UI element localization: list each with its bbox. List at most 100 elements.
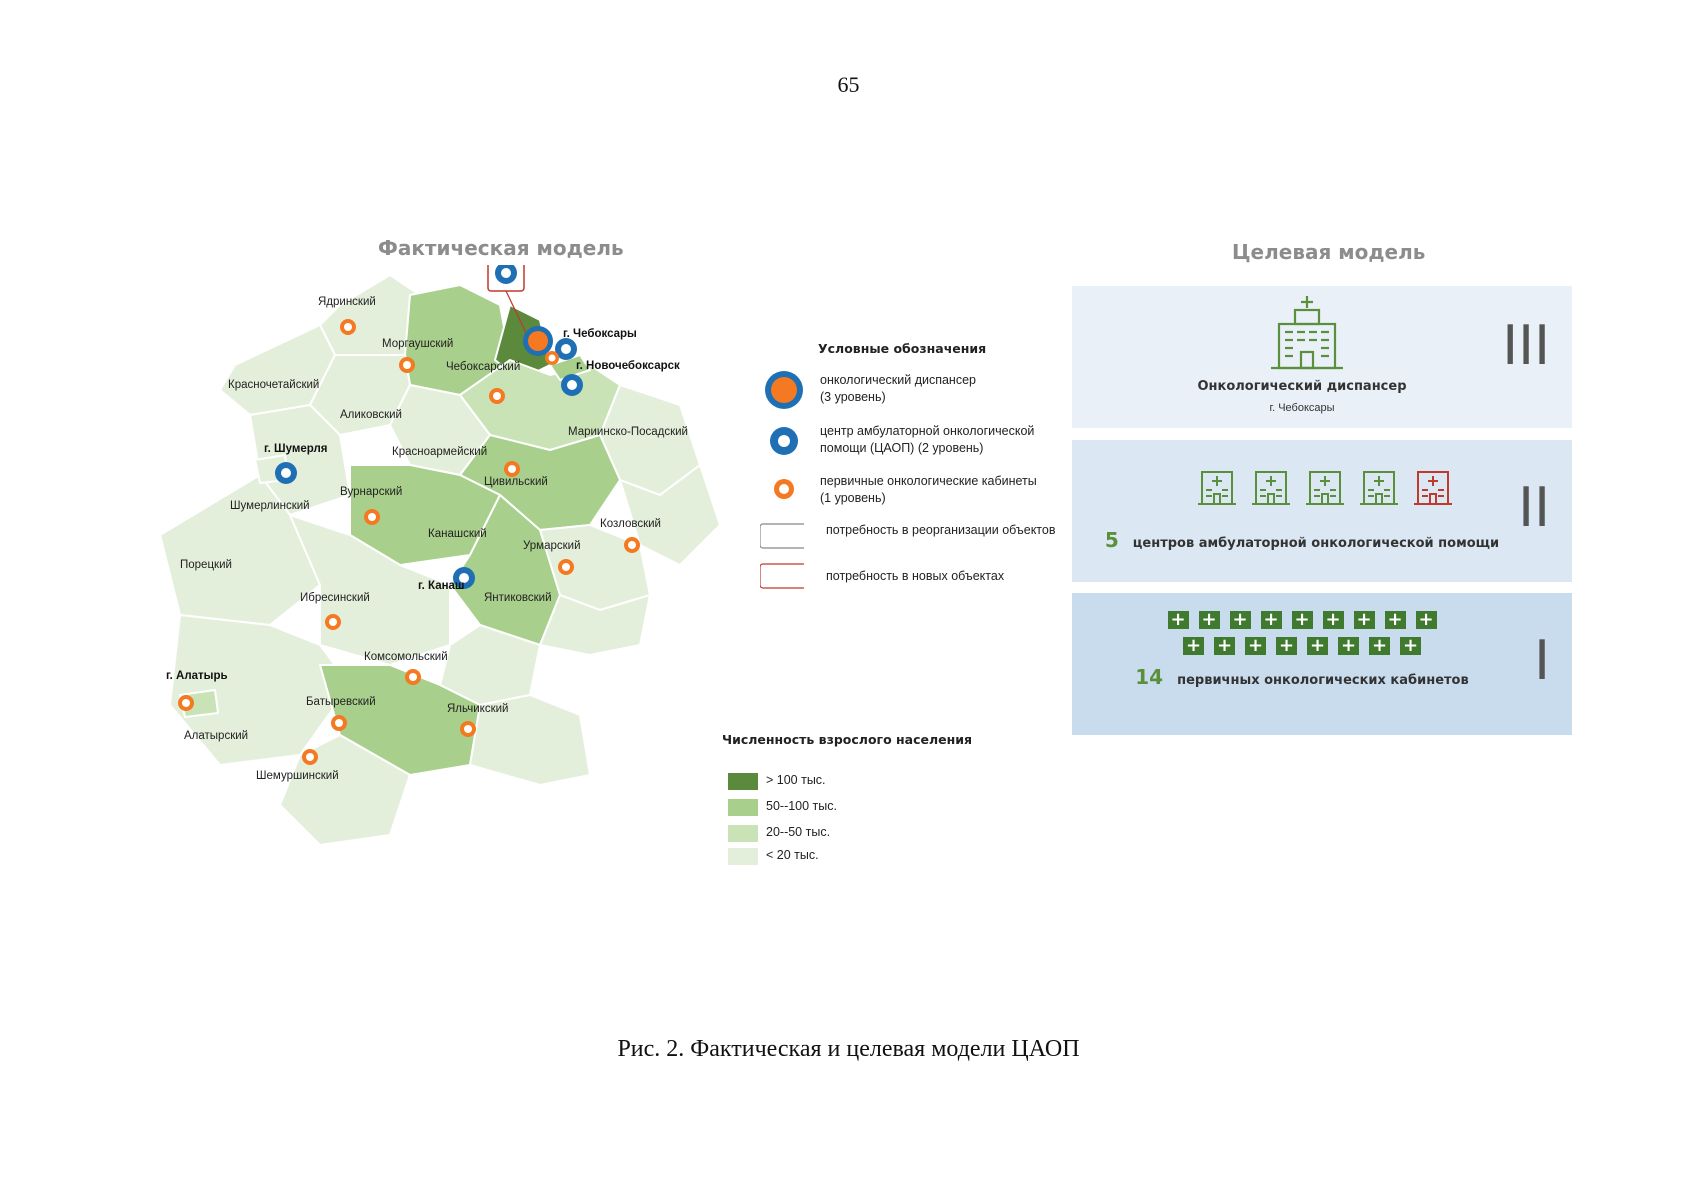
cabinet-marker <box>460 721 476 737</box>
caop-icons-row <box>1190 466 1470 508</box>
new-object-frame-icon <box>760 563 804 589</box>
district-yalchiksky <box>469 694 591 786</box>
district-label: Ибресинский <box>300 592 370 604</box>
legend-label: онкологический диспансер <box>820 373 976 387</box>
population-label: 20--50 тыс. <box>766 825 831 839</box>
district-label: Шумерлинский <box>230 500 310 512</box>
city-label: г. Шумерля <box>264 443 328 455</box>
population-label: < 20 тыс. <box>766 848 819 862</box>
city-label: г. Новочебоксарск <box>576 360 680 372</box>
tier-3-roman: III <box>1502 314 1550 377</box>
dispensary-marker <box>523 326 553 356</box>
cabinet-marker <box>489 388 505 404</box>
city-label: г. Канаш <box>418 580 465 592</box>
caop-marker <box>555 338 577 360</box>
population-swatch <box>728 825 758 842</box>
plus-icon: + <box>1198 611 1220 629</box>
population-legend-item: > 100 тыс. <box>728 771 908 791</box>
cabinet-marker <box>178 695 194 711</box>
district-label: Алатырский <box>184 730 248 742</box>
legend-item-cabinet: первичные онкологические кабинеты(1 уров… <box>760 471 1060 511</box>
plus-icon: + <box>1291 611 1313 629</box>
district-label: Красночетайский <box>228 379 319 391</box>
population-legend-heading: Численность взрослого населения <box>722 732 973 747</box>
hospital-icon <box>1271 296 1343 370</box>
tier-2-count: 5 <box>1104 528 1119 552</box>
city-label: г. Алатырь <box>166 670 228 682</box>
cabinet-plus-row: ++++++++ <box>1072 637 1532 656</box>
tier-1-title: первичных онкологических кабинетов <box>1177 673 1469 688</box>
caop-marker <box>275 462 297 484</box>
reorganization-frame-icon <box>760 523 804 549</box>
cabinet-marker <box>302 749 318 765</box>
plus-icon: + <box>1307 637 1328 655</box>
tier-2-title: центров амбулаторной онкологической помо… <box>1132 536 1500 551</box>
district-label: Урмарский <box>523 540 581 552</box>
population-legend-item: < 20 тыс. <box>728 846 908 866</box>
caop-marker <box>561 374 583 396</box>
district-label: Канашский <box>428 528 487 540</box>
district-label: Ядринский <box>318 296 376 308</box>
legend-item-dispensary: онкологический диспансер(3 уровень) <box>760 370 1060 410</box>
plus-icon: + <box>1384 611 1406 629</box>
figure-caption: Рис. 2. Фактическая и целевая модели ЦАО… <box>617 1036 1080 1062</box>
clinic-icon <box>1198 471 1236 505</box>
legend-label: центр амбулаторной онкологической помощи… <box>820 424 1035 455</box>
tier-2-roman: II <box>1518 476 1550 539</box>
district-label: Козловский <box>600 518 661 530</box>
tier-2-caption: 5 центров амбулаторной онкологической пом… <box>1072 528 1532 552</box>
legend-label: потребность в реорганизации объектов <box>826 523 1056 537</box>
cabinet-marker <box>364 509 380 525</box>
plus-icon: + <box>1167 611 1189 629</box>
clinic-icon <box>1252 471 1290 505</box>
legend-heading: Условные обозначения <box>818 341 987 356</box>
district-label: Чебоксарский <box>446 361 520 373</box>
clinic-icon <box>1360 471 1398 505</box>
clinic-icon <box>1306 471 1344 505</box>
plus-icon: + <box>1415 611 1437 629</box>
cabinet-marker <box>624 537 640 553</box>
district-label: Янтиковский <box>484 592 552 604</box>
legend-label: потребность в новых объектах <box>826 569 1005 583</box>
cabinet-marker <box>399 357 415 373</box>
plus-icon: + <box>1369 637 1390 655</box>
district-label: Красноармейский <box>392 446 487 458</box>
district-label: Моргаушский <box>382 338 453 350</box>
district-label: Яльчикский <box>447 703 508 715</box>
district-label: Порецкий <box>180 559 232 571</box>
page-number: 65 <box>837 72 860 97</box>
caop-marker <box>453 567 475 589</box>
plus-icon: + <box>1338 637 1359 655</box>
district-map: Ядринский Моргаушский Красночетайский Ал… <box>159 265 721 846</box>
city-label: г. Чебоксары <box>563 328 637 340</box>
tier-3-sub: г. Чебоксары <box>1269 402 1335 414</box>
tier-2-panel: 5 центров амбулаторной онкологической пом… <box>1072 440 1572 582</box>
district-label: Аликовский <box>340 409 402 421</box>
cabinet-marker <box>340 319 356 335</box>
cabinet-marker <box>405 669 421 685</box>
cabinet-marker <box>325 614 341 630</box>
cabinet-marker <box>504 461 520 477</box>
population-legend-item: 50--100 тыс. <box>728 797 908 817</box>
plus-icon: + <box>1214 637 1235 655</box>
district-alatyrsky <box>169 614 351 766</box>
district-label: Шемуршинский <box>256 770 339 782</box>
actual-model-title: Фактическая модель <box>378 236 624 260</box>
population-swatch <box>728 848 758 865</box>
population-legend-item: 20--50 тыс. <box>728 823 908 843</box>
new-object-connector <box>505 290 529 338</box>
legend-item-caop: центр амбулаторной онкологической помощи… <box>760 421 1060 461</box>
population-swatch <box>728 773 758 790</box>
tier-1-roman: I <box>1534 629 1550 692</box>
target-model-title: Целевая модель <box>1232 240 1426 264</box>
population-label: 50--100 тыс. <box>766 799 837 813</box>
caop-icon <box>770 427 798 455</box>
legend-sub: (2 уровень) <box>917 441 984 455</box>
caop-marker <box>495 265 517 284</box>
district-label: Комсомольский <box>364 651 448 663</box>
district-label: Цивильский <box>484 476 548 488</box>
population-swatch <box>728 799 758 816</box>
tier-3-panel: Онкологический диспансер г. Чебоксары II… <box>1072 286 1572 428</box>
